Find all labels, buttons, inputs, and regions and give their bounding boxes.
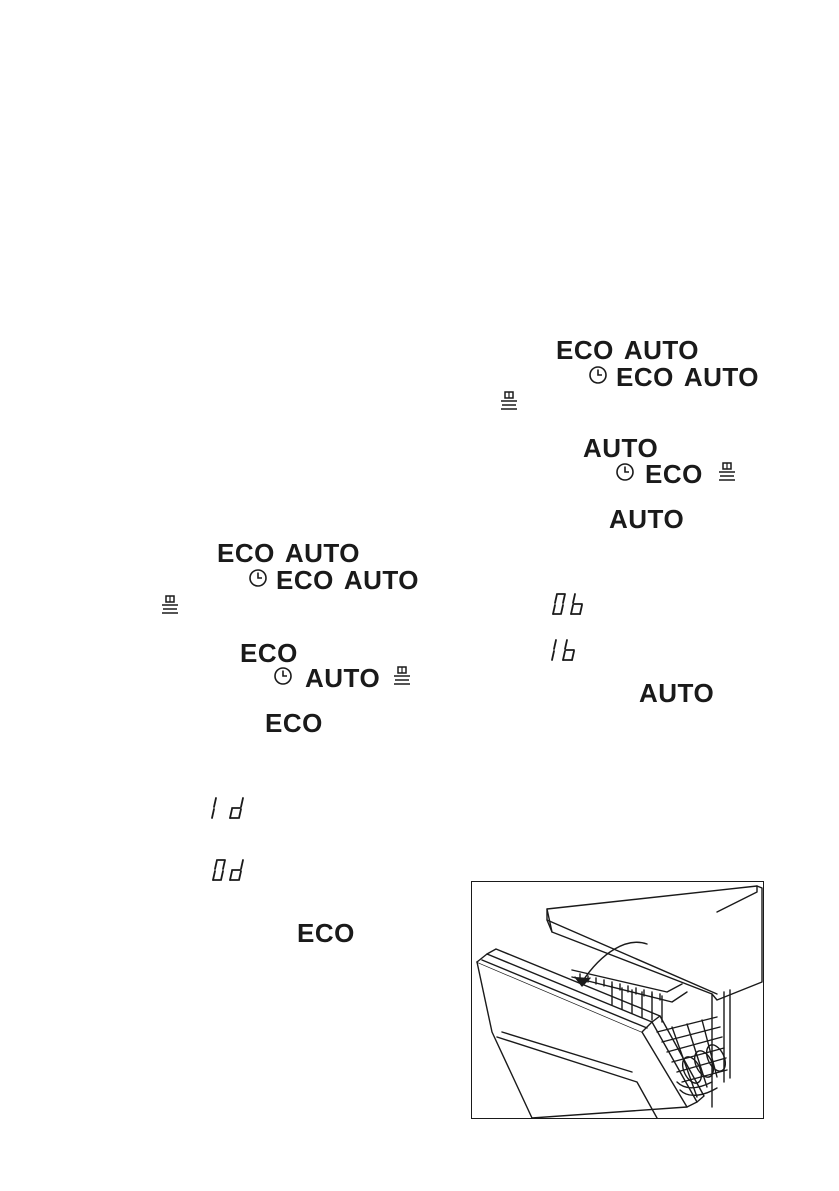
left-row-eco-3: ECO (297, 920, 355, 946)
display-0d: 0d (212, 859, 244, 881)
right-row-drying (499, 391, 519, 416)
drying-icon (499, 391, 519, 416)
right-row-eco-auto: ECO AUTO (556, 337, 699, 363)
left-row-timer-eco-auto: ECO AUTO (248, 567, 419, 593)
drying-icon (392, 665, 412, 691)
auto-label: AUTO (343, 565, 420, 595)
left-row-eco-2: ECO (265, 710, 323, 736)
right-row-auto: AUTO (583, 435, 658, 461)
eco-label: ECO (265, 708, 323, 738)
display-1d: 1d (211, 797, 244, 819)
dishwasher-door-illustration (471, 881, 764, 1119)
auto-label: AUTO (284, 538, 361, 568)
auto-label: AUTO (305, 663, 381, 693)
auto-label: AUTO (683, 362, 760, 392)
timer-icon (248, 568, 268, 593)
left-row-eco: ECO (240, 640, 298, 666)
right-row-auto-3: AUTO (639, 680, 714, 706)
right-row-auto-2: AUTO (609, 506, 684, 532)
left-row-eco-auto: ECO AUTO (217, 540, 360, 566)
left-row-drying (160, 595, 180, 620)
eco-label: ECO (240, 638, 298, 668)
right-row-timer-eco-drying: ECO (615, 461, 737, 487)
auto-label: AUTO (623, 335, 700, 365)
eco-label: ECO (645, 459, 703, 489)
eco-label: ECO (217, 538, 275, 568)
right-row-timer-eco-auto: ECO AUTO (588, 364, 759, 390)
auto-label: AUTO (609, 504, 685, 534)
eco-label: ECO (297, 918, 355, 948)
eco-label: ECO (616, 362, 674, 392)
timer-icon (588, 365, 608, 390)
display-1b: 1b (551, 639, 575, 661)
dishwasher-door-drawing (476, 885, 763, 1118)
drying-icon (717, 461, 737, 487)
timer-icon (615, 462, 635, 487)
drying-icon (160, 595, 180, 620)
display-0b: 0b (552, 593, 583, 615)
eco-label: ECO (276, 565, 334, 595)
left-row-timer-auto-drying: AUTO (273, 665, 412, 691)
timer-icon (273, 666, 293, 691)
auto-label: AUTO (639, 678, 715, 708)
auto-label: AUTO (583, 433, 659, 463)
eco-label: ECO (556, 335, 614, 365)
